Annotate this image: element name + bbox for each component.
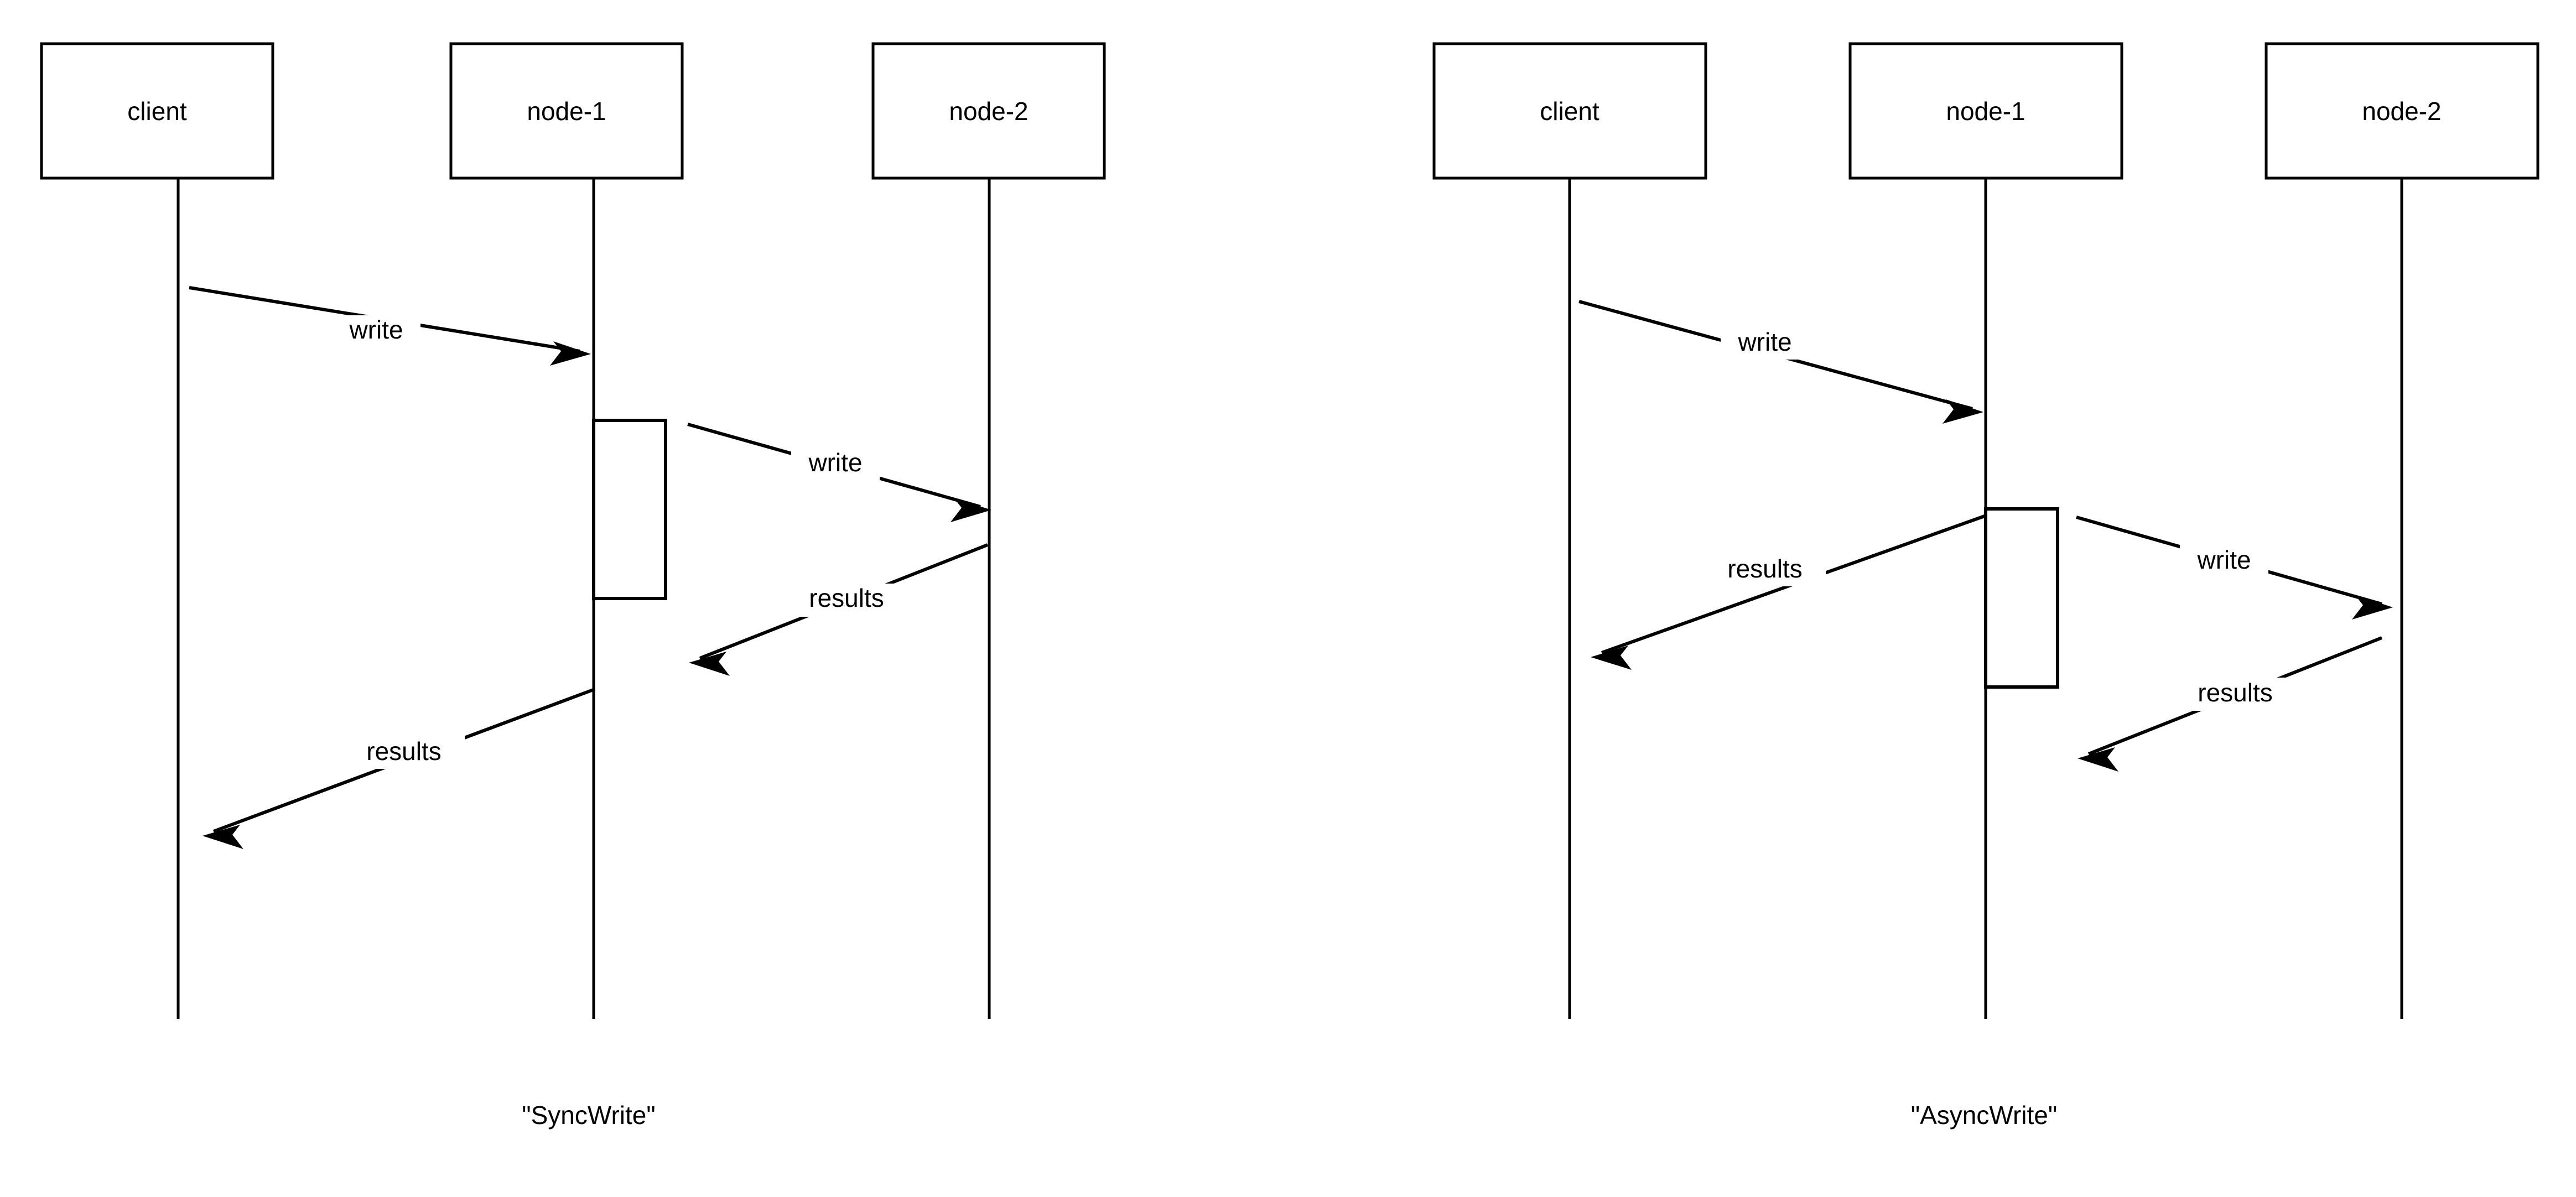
message-label-bg-a1	[1721, 326, 1809, 360]
participant-box-client-async[interactable]	[1432, 42, 1707, 180]
participant-box-node-1[interactable]	[449, 42, 684, 180]
diagram-caption-sync-write: "SyncWrite"	[522, 1101, 655, 1130]
diagram-async-write: client node-1 node-2 write res	[1432, 42, 2539, 1130]
message-write-node-1-to-node-2: write	[687, 423, 991, 522]
message-label-a4: results	[2198, 678, 2272, 707]
participant-label-client-async: client	[1540, 97, 1599, 126]
arrowhead-a1	[1943, 399, 1983, 424]
message-label-2: write	[808, 448, 862, 477]
participant-box-client[interactable]	[40, 42, 274, 180]
participant-client-async[interactable]: client	[1432, 42, 1707, 180]
message-write-client-to-node-1-async: write	[1578, 300, 1983, 424]
arrowhead-4	[202, 825, 243, 849]
activation-bar-node-1-async	[1984, 507, 2059, 689]
arrowhead-a3	[2352, 595, 2393, 620]
message-label-bg-a4	[2174, 678, 2296, 711]
message-results-node-1-to-client-async: results	[1591, 514, 1986, 670]
message-label-bg-a2	[1704, 553, 1826, 586]
message-label-a2: results	[1727, 554, 1802, 583]
activation-bar-node-1	[592, 419, 667, 600]
diagram-sync-write: client node-1 node-2 write wri	[40, 42, 1106, 1130]
arrowhead-a4	[2078, 747, 2118, 772]
diagram-caption-async-write: "AsyncWrite"	[1911, 1101, 2057, 1130]
participant-label-client: client	[127, 97, 187, 126]
message-write-client-to-node-1: write	[189, 286, 591, 366]
participant-client[interactable]: client	[40, 42, 274, 180]
message-label-bg-2	[791, 448, 880, 481]
message-results-node-2-to-node-1: results	[689, 543, 989, 676]
participant-node-1-async[interactable]: node-1	[1848, 42, 2123, 180]
message-label-bg-1	[332, 315, 420, 348]
message-label-bg-4	[343, 736, 465, 769]
arrowhead-3	[689, 652, 730, 676]
participant-node-1[interactable]: node-1	[449, 42, 684, 180]
participant-label-node-1-async: node-1	[1946, 97, 2025, 126]
participant-label-node-2: node-2	[949, 97, 1028, 126]
arrowhead-a2	[1591, 646, 1632, 670]
message-label-1: write	[349, 315, 403, 344]
message-label-a1: write	[1737, 327, 1791, 356]
message-results-node-2-to-node-1-async: results	[2078, 636, 2383, 772]
message-label-a3: write	[2196, 545, 2251, 574]
message-label-4: results	[366, 737, 441, 766]
participant-box-node-2-async[interactable]	[2265, 42, 2539, 180]
participant-label-node-2-async: node-2	[2362, 97, 2441, 126]
message-label-bg-a3	[2180, 545, 2268, 578]
message-label-bg-3	[786, 584, 907, 617]
participant-box-node-1-async[interactable]	[1848, 42, 2123, 180]
participant-label-node-1: node-1	[527, 97, 606, 126]
participant-node-2-async[interactable]: node-2	[2265, 42, 2539, 180]
participant-node-2[interactable]: node-2	[871, 42, 1106, 180]
arrowhead-1	[550, 341, 591, 366]
message-results-node-1-to-client: results	[202, 688, 596, 849]
message-write-node-1-to-node-2-async: write	[2076, 516, 2393, 620]
message-label-3: results	[809, 584, 884, 612]
arrowhead-2	[951, 498, 991, 522]
participant-box-node-2[interactable]	[871, 42, 1106, 180]
